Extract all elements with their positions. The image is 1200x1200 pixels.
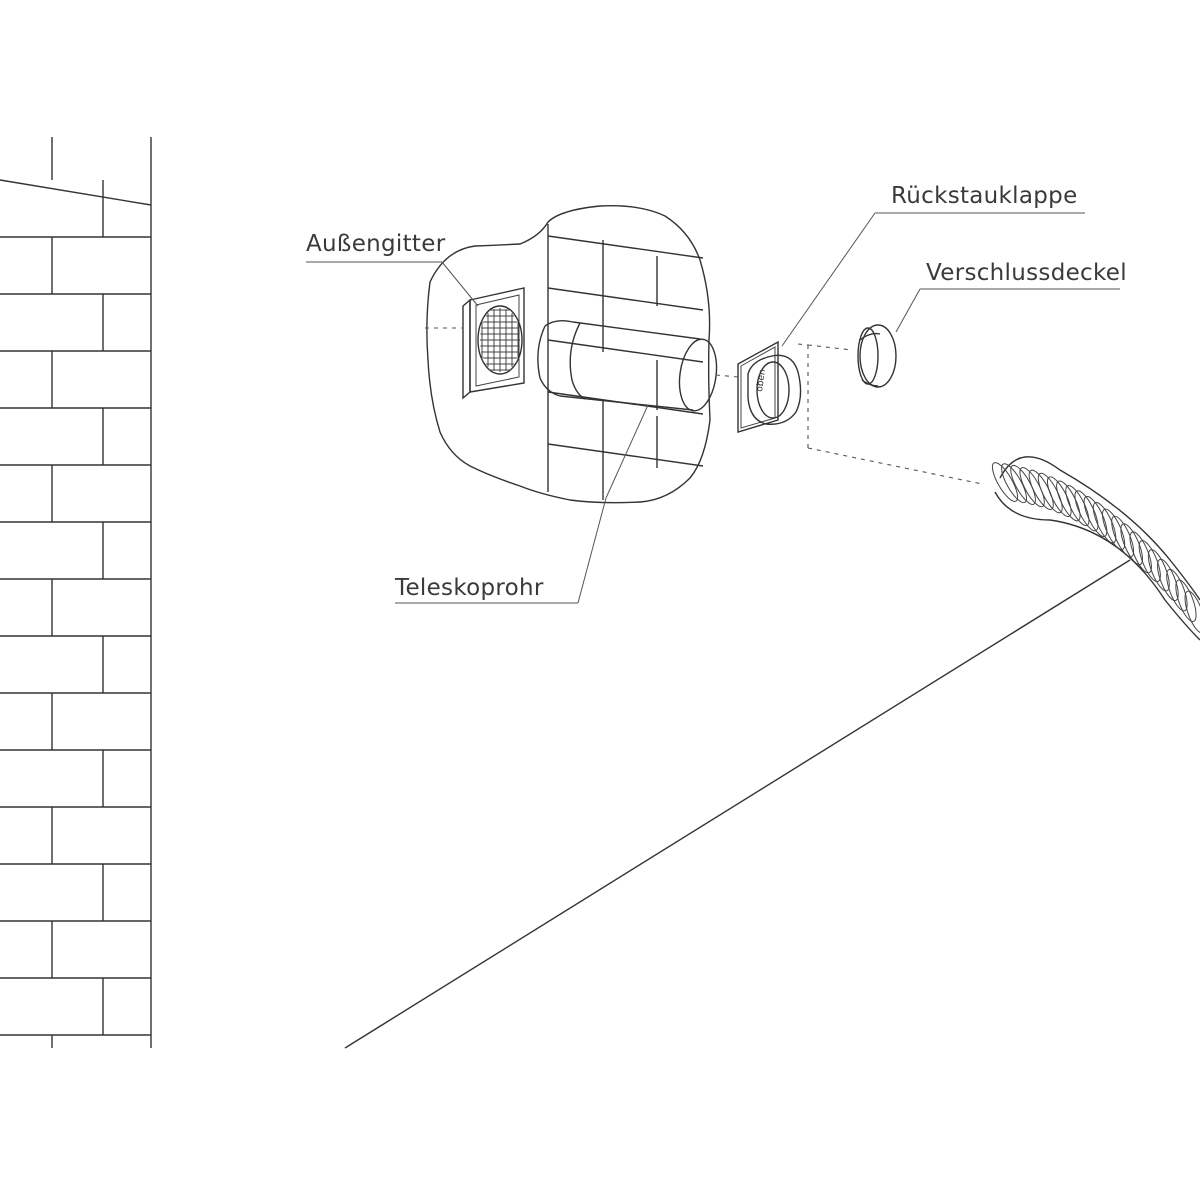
wall-cutout — [426, 205, 711, 504]
outer-grille — [425, 287, 525, 400]
backdraft-flap: oben — [737, 340, 983, 485]
flexible-hose — [991, 456, 1200, 641]
label-closing-cap: Verschlussdeckel — [926, 260, 1127, 286]
flap-marking: oben — [755, 369, 768, 393]
grille-mesh — [477, 305, 523, 375]
label-telescopic-pipe: Teleskoprohr — [394, 575, 544, 601]
label-outer-grille: Außengitter — [306, 231, 446, 257]
label-backdraft-flap: Rückstauklappe — [891, 183, 1078, 209]
floor-line — [344, 559, 1131, 1049]
brick-wall — [0, 137, 152, 1048]
closing-cap — [857, 324, 897, 388]
telescopic-pipe — [537, 319, 739, 412]
leader-lines — [306, 212, 1120, 604]
